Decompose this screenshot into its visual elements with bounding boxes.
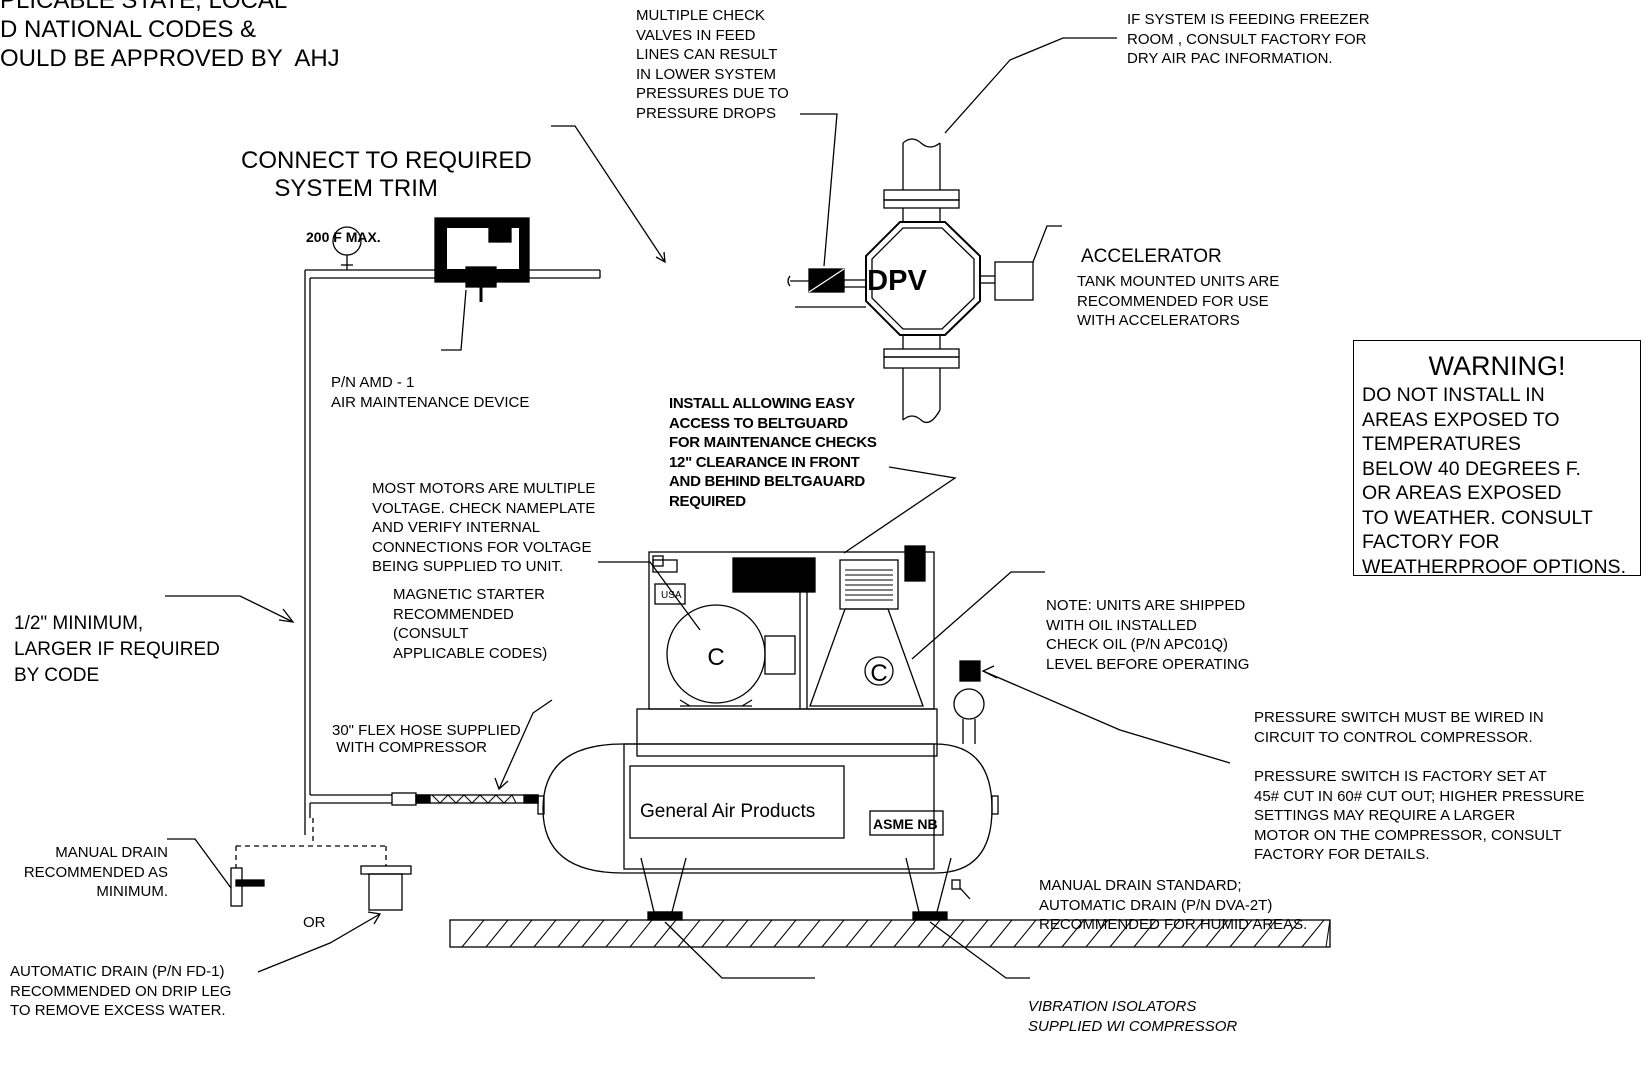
warning-title: WARNING! [1428,351,1566,381]
starter-note: MAGNETIC STARTER RECOMMENDED (CONSULT AP… [393,586,548,662]
asme-label: ASME NB [873,816,938,832]
temp-max-label: 200 F MAX. [306,229,381,245]
amd-label: P/N AMD - 1 AIR MAINTENANCE DEVICE [331,374,530,411]
accelerator-note: TANK MOUNTED UNITS ARE RECOMMENDED FOR U… [1077,273,1280,329]
warning-body: DO NOT INSTALL IN AREAS EXPOSED TO TEMPE… [1362,384,1626,578]
dpv-label: DPV [867,265,927,297]
supply-piping [165,270,392,868]
pump-mark: C [870,660,887,687]
temperature-gauge [332,226,362,270]
flex-hose-note: 30" FLEX HOSE SUPPLIED WITH COMPRESSOR [332,722,521,756]
system-trim-note: CONNECT TO REQUIRED SYSTEM TRIM [241,147,532,202]
or-label: OR [303,914,326,931]
automatic-drain-fd1 [257,865,412,973]
usa-tag: USA [661,590,682,601]
dpv-valve [787,37,1117,424]
freezer-note: IF SYSTEM IS FEEDING FREEZER ROOM , CONS… [1127,11,1370,67]
pressure-switch-set-note: PRESSURE SWITCH IS FACTORY SET AT 45# CU… [1254,768,1585,863]
codes-note: PLICABLE STATE, LOCAL D NATIONAL CODES &… [0,0,340,72]
isolators-note: VIBRATION ISOLATORS SUPPLIED WI COMPRESS… [1028,998,1238,1035]
motors-note: MOST MOTORS ARE MULTIPLE VOLTAGE. CHECK … [372,480,596,575]
manual-drain-min-note: MANUAL DRAIN RECOMMENDED AS MINIMUM. [23,844,168,900]
warning-box: WARNING! DO NOT INSTALL IN AREAS EXPOSED… [1353,340,1641,578]
manual-drain-std-note: MANUAL DRAIN STANDARD; AUTOMATIC DRAIN (… [1039,877,1308,933]
check-valves-note: MULTIPLE CHECK VALVES IN FEED LINES CAN … [636,7,789,122]
accelerator-title: ACCELERATOR [1081,246,1222,267]
manual-drain-valve [167,838,265,907]
air-maintenance-device [305,217,601,351]
motor-mark: C [707,644,724,671]
auto-drain-fd1-note: AUTOMATIC DRAIN (P/N FD-1) RECOMMENDED O… [10,963,232,1019]
beltguard-note: INSTALL ALLOWING EASY ACCESS TO BELTGUAR… [669,395,877,510]
brand-label: General Air Products [640,801,815,822]
compressor [537,545,999,921]
pressure-switch-wiring-note: PRESSURE SWITCH MUST BE WIRED IN CIRCUIT… [1254,709,1544,746]
pipe-size-note: 1/2" MINIMUM, LARGER IF REQUIRED BY CODE [14,613,220,686]
floor-slab [449,919,1331,948]
oil-note: NOTE: UNITS ARE SHIPPED WITH OIL INSTALL… [1046,597,1250,673]
